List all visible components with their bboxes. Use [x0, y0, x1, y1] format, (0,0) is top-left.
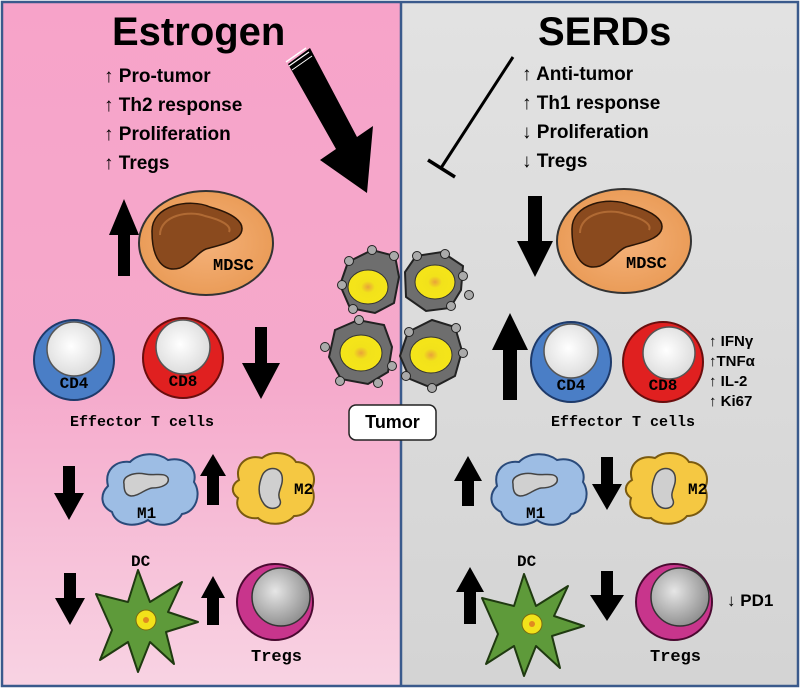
serds-effect-3: ↓ Proliferation [522, 122, 649, 143]
serds-title: SERDs [538, 10, 672, 54]
estrogen-effect-3: ↑ Proliferation [104, 124, 231, 145]
arrow-up-dc-right [456, 567, 484, 624]
cd8-label-left: CD8 [168, 373, 198, 391]
arrow-down-effector-left [242, 327, 280, 399]
tumor-cell [320, 315, 397, 388]
effector-label-right: Effector T cells [551, 414, 696, 431]
up-arrow-icon: ↑ [709, 333, 717, 350]
effector-label-left: Effector T cells [70, 414, 215, 431]
cd8-cell-left [142, 317, 224, 399]
cytokine-ki67: ↑ Ki67 [709, 393, 753, 410]
cytokine-il2: ↑ IL-2 [709, 373, 748, 390]
m1-label-right: M1 [526, 505, 546, 523]
m2-macrophage-right [624, 452, 708, 525]
mdsc-label-left: MDSC [213, 257, 254, 276]
down-arrow-icon: ↓ [727, 591, 736, 610]
tumor-cell [398, 318, 468, 393]
pd1-label: ↓ PD1 [727, 591, 774, 610]
m1-macrophage-left [101, 453, 199, 526]
tumor-label-box [348, 404, 437, 441]
dc-label-left: DC [131, 553, 151, 571]
tregs-cell-right [635, 563, 713, 641]
tumor-cell [337, 245, 401, 315]
cd4-label-right: CD4 [556, 377, 586, 395]
arrow-up-mdsc-left [109, 199, 139, 276]
tumor-cluster [320, 245, 474, 441]
estrogen-stimulate-arrow [285, 47, 373, 193]
cd4-cell-left [33, 319, 115, 401]
tregs-label-left: Tregs [251, 648, 303, 667]
dc-label-right: DC [517, 553, 537, 571]
arrow-down-mdsc-right [517, 196, 553, 277]
arrow-down-m1-left [54, 466, 84, 520]
arrow-up-m2-left [200, 454, 226, 505]
m2-macrophage-left [231, 452, 315, 525]
m2-label-left: M2 [294, 481, 314, 499]
arrow-down-m2-right [592, 457, 622, 510]
cd4-label-left: CD4 [59, 375, 89, 393]
tregs-label-right: Tregs [650, 648, 702, 667]
estrogen-title: Estrogen [112, 10, 286, 54]
m2-label-right: M2 [688, 481, 708, 499]
arrow-up-m1-right [454, 456, 482, 506]
arrow-up-tregs-left [201, 576, 225, 625]
cytokine-ifng: ↑ IFNγ [709, 333, 754, 350]
serds-inhibit-arrow [427, 56, 515, 179]
serds-effect-2: ↑ Th1 response [522, 93, 661, 114]
dc-cell-left [95, 569, 199, 673]
m1-label-left: M1 [137, 505, 157, 523]
dc-cell-right [481, 573, 585, 677]
cd8-cell-right [622, 321, 704, 403]
serds-effect-1: ↑ Anti-tumor [522, 64, 634, 85]
mdsc-label-right: MDSC [626, 255, 667, 274]
cd4-cell-right [530, 321, 612, 403]
arrow-up-effector-right [492, 313, 528, 400]
tumor-cell [403, 249, 474, 313]
arrow-down-tregs-right [590, 571, 624, 621]
up-arrow-icon: ↑ [709, 393, 717, 410]
mdsc-cell-right [556, 188, 692, 294]
estrogen-effect-2: ↑ Th2 response [104, 95, 243, 116]
serds-effect-4: ↓ Tregs [522, 151, 588, 172]
tumor-label: Tumor [365, 412, 420, 432]
arrow-down-dc-left [55, 573, 85, 625]
estrogen-effect-4: ↑ Tregs [104, 153, 170, 174]
cd8-label-right: CD8 [648, 377, 678, 395]
mdsc-cell-left [138, 190, 274, 296]
up-arrow-icon: ↑ [709, 373, 717, 390]
up-arrow-icon: ↑ [709, 353, 717, 370]
tregs-cell-left [236, 563, 314, 641]
estrogen-effect-1: ↑ Pro-tumor [104, 66, 211, 87]
m1-macrophage-right [490, 453, 588, 526]
cytokine-tnfa: ↑TNFα [709, 353, 755, 370]
